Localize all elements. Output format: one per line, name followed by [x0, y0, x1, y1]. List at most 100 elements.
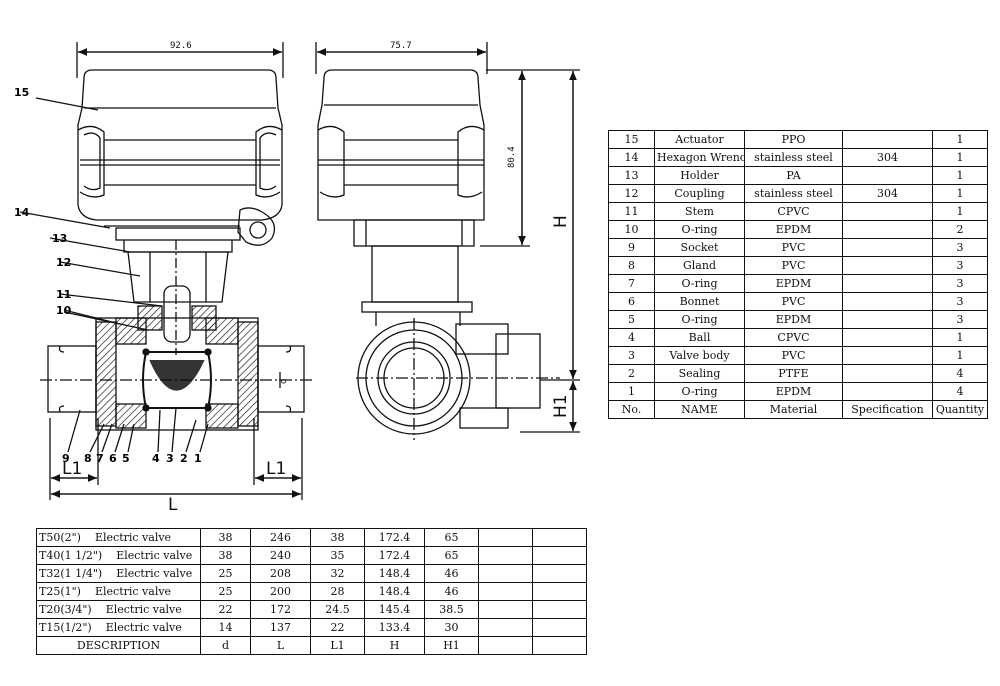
size-label: T25(1") [39, 585, 81, 598]
part-material-cell: PVC [744, 256, 843, 275]
callout-3: 3 [166, 452, 174, 465]
part-material-cell: EPDM [744, 274, 843, 293]
empty-cell [532, 528, 587, 547]
side-height-label: 80.4 [507, 146, 517, 168]
dim-d-cell: 38 [200, 528, 251, 547]
empty-cell [478, 636, 533, 655]
part-spec-cell [842, 166, 933, 185]
dim-H-cell: 172.4 [364, 546, 425, 565]
dim-L1-cell: 22 [310, 618, 365, 637]
dim-L-cell: 172 [250, 600, 311, 619]
dim-H-cell: 145.4 [364, 600, 425, 619]
part-name-cell: Gland [654, 256, 745, 275]
callout-13: 13 [52, 232, 67, 245]
part-qty-cell: 3 [932, 238, 988, 257]
part-no-cell: 2 [608, 364, 655, 383]
part-material-cell: PA [744, 166, 843, 185]
part-spec-cell [842, 310, 933, 329]
part-spec-cell [842, 220, 933, 239]
empty-cell [478, 546, 533, 565]
dim-L1-cell: 35 [310, 546, 365, 565]
callout-11: 11 [56, 288, 71, 301]
side-width-label: 75.7 [390, 41, 412, 51]
part-name-cell: Sealing [654, 364, 745, 383]
actuator-side [317, 69, 485, 221]
part-spec-cell [842, 346, 933, 365]
dim-H1-cell: 46 [424, 564, 479, 583]
header-L-cell: L [250, 636, 311, 655]
part-qty-cell: 1 [932, 328, 988, 347]
empty-cell [478, 618, 533, 637]
empty-cell [478, 600, 533, 619]
part-material-cell: PVC [744, 346, 843, 365]
part-spec-cell [842, 256, 933, 275]
part-material-cell: stainless steel [744, 148, 843, 167]
type-label: Electric valve [116, 549, 193, 562]
header-H-cell: H [364, 636, 425, 655]
part-name-cell: O-ring [654, 274, 745, 293]
part-qty-cell: 3 [932, 256, 988, 275]
dim-H-cell: 148.4 [364, 564, 425, 583]
type-label: Electric valve [105, 621, 182, 634]
part-no-cell: 9 [608, 238, 655, 257]
part-qty-cell: 1 [932, 202, 988, 221]
size-label: T20(3/4") [39, 603, 92, 616]
dim-L1-cell: 38 [310, 528, 365, 547]
part-material-cell: EPDM [744, 382, 843, 401]
part-qty-cell: 3 [932, 274, 988, 293]
dim-L1-cell: 28 [310, 582, 365, 601]
part-name-cell: Stem [654, 202, 745, 221]
part-material-cell: stainless steel [744, 184, 843, 203]
type-label: Electric valve [94, 585, 172, 598]
part-qty-cell: 1 [932, 130, 988, 149]
dim-L1-cell: 32 [310, 564, 365, 583]
part-spec-cell [842, 328, 933, 347]
part-no-cell: 10 [608, 220, 655, 239]
dim-H1-cell: 38.5 [424, 600, 479, 619]
part-spec-cell [842, 130, 933, 149]
header-desc-cell: DESCRIPTION [36, 636, 201, 655]
dim-d-cell: 38 [200, 546, 251, 565]
callout-2: 2 [180, 452, 188, 465]
empty-cell [478, 582, 533, 601]
part-no-cell: 3 [608, 346, 655, 365]
callout-7: 7 [96, 452, 104, 465]
dim-L-label: L [168, 495, 178, 515]
dim-L-cell: 200 [250, 582, 311, 601]
size-label: T15(1/2") [39, 621, 92, 634]
part-no-cell: 14 [608, 148, 655, 167]
header-H1-cell: H1 [424, 636, 479, 655]
callout-1: 1 [194, 452, 202, 465]
dim-L-cell: 240 [250, 546, 311, 565]
part-name-cell: O-ring [654, 382, 745, 401]
part-no-cell: 15 [608, 130, 655, 149]
part-material-cell: CPVC [744, 202, 843, 221]
front-width-label: 92.6 [170, 41, 192, 51]
part-spec-cell: 304 [842, 184, 933, 203]
part-qty-cell: 1 [932, 346, 988, 365]
part-qty-cell: 1 [932, 184, 988, 203]
part-spec-cell [842, 238, 933, 257]
part-no-cell: 8 [608, 256, 655, 275]
part-name-cell: Valve body [654, 346, 745, 365]
dim-H-cell: 148.4 [364, 582, 425, 601]
part-no-cell: 7 [608, 274, 655, 293]
empty-cell [532, 618, 587, 637]
type-label: Electric valve [105, 603, 182, 616]
header-no-cell: No. [608, 400, 655, 419]
empty-cell [532, 582, 587, 601]
dim-H-label: H [551, 215, 571, 228]
dim-H1-cell: 46 [424, 582, 479, 601]
empty-cell [478, 528, 533, 547]
part-material-cell: PVC [744, 238, 843, 257]
